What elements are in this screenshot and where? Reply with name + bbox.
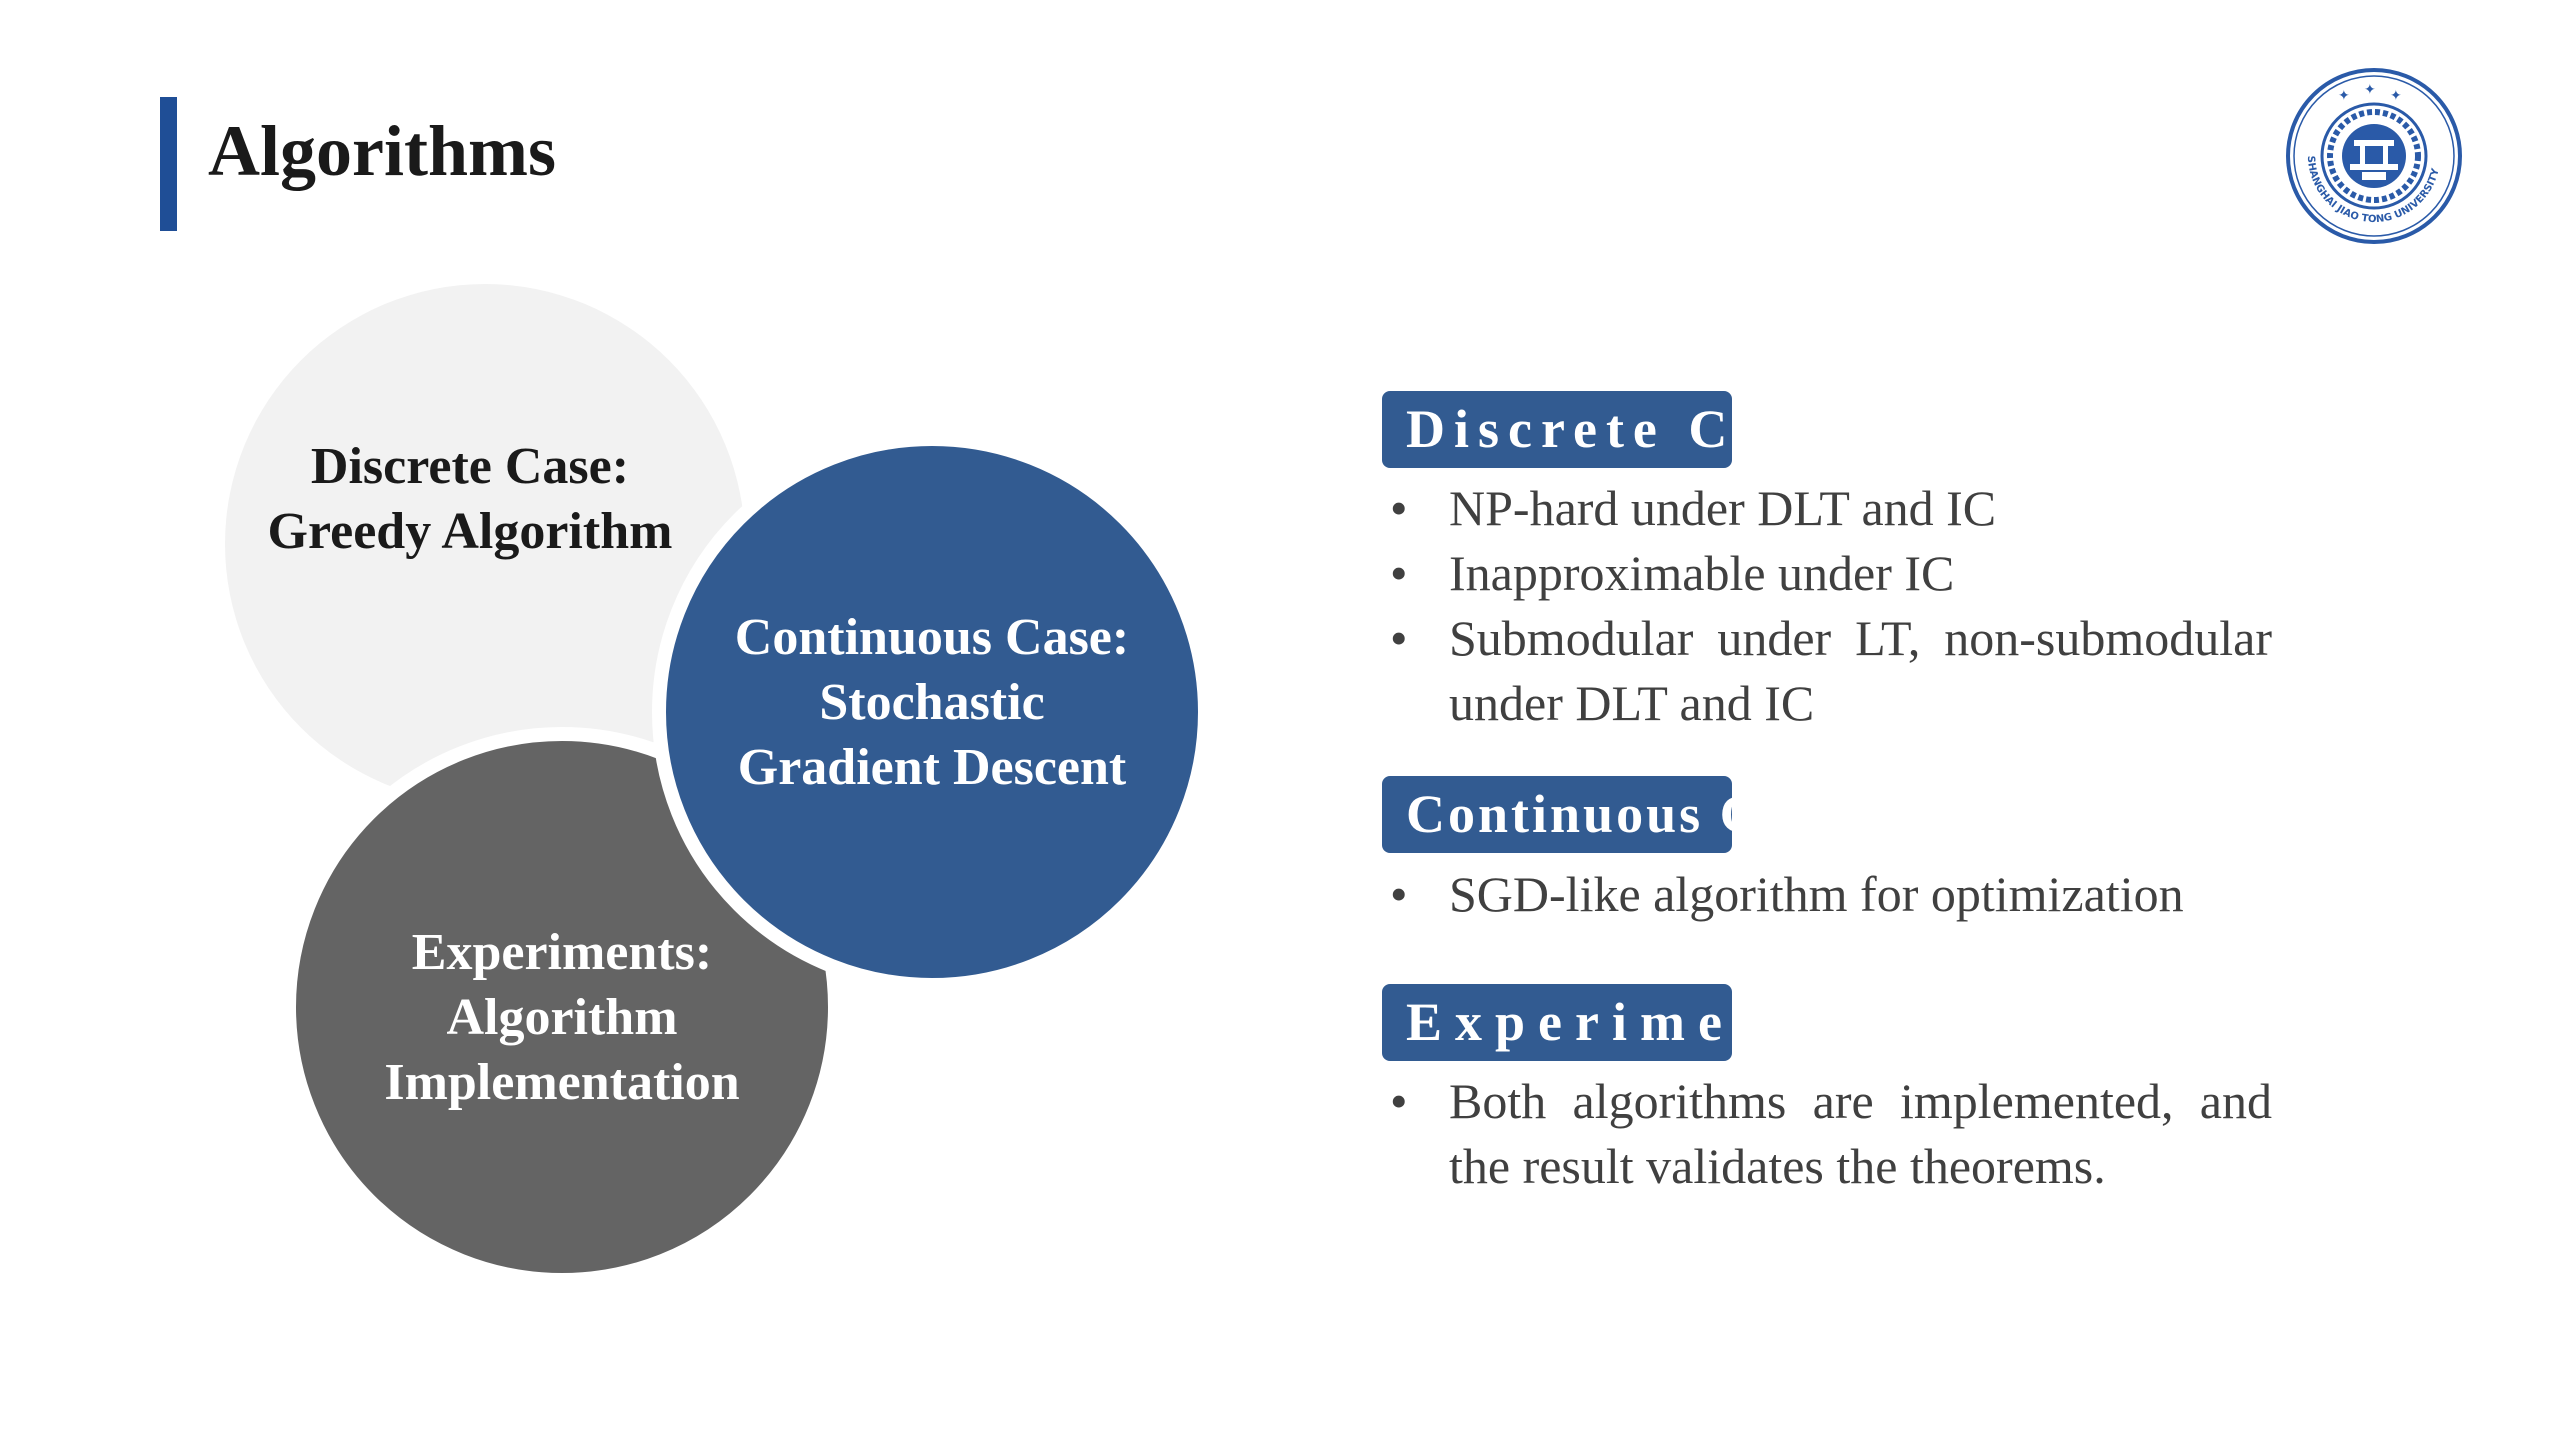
section-heading-experiments: Experiments (1382, 984, 1830, 1061)
bullet-list-discrete: • NP-hard under DLT and IC • Inapproximabl… (1382, 476, 2272, 736)
circle-continuous-line1: Continuous Case: (734, 608, 1130, 666)
circle-discrete-line1: Discrete Case: (310, 438, 630, 495)
bullet-text: SGD-like algorithm for optimization (1449, 866, 2184, 922)
bullet-list-continuous: • SGD-like algorithm for optimization (1382, 862, 2272, 927)
bullet-text: NP-hard under DLT and IC (1449, 480, 1997, 536)
list-item: • Submodular under LT, non-submodular und… (1382, 606, 2272, 736)
bullet-dot: • (1390, 610, 1408, 666)
section-heading-discrete: Discrete Case (1382, 391, 1826, 468)
circle-experiments-line3: Implementation (384, 1053, 740, 1111)
bullet-text: Submodular under LT, non-submodular unde… (1449, 610, 2272, 731)
svg-text:✦: ✦ (2338, 88, 2350, 104)
slide-title: Algorithms (208, 111, 556, 191)
svg-text:✦: ✦ (2390, 88, 2402, 104)
bullet-dot: • (1390, 866, 1408, 922)
bullet-dot: • (1390, 1073, 1408, 1129)
svg-text:✦: ✦ (2364, 82, 2376, 98)
circle-experiments-line1: Experiments: (411, 923, 713, 981)
list-item: • Both algorithms are implemented, and th… (1382, 1069, 2272, 1199)
section-heading-continuous: Continuous Case (1382, 776, 1840, 853)
circle-discrete-line2: Greedy Algorithm (267, 503, 673, 560)
bullet-dot: • (1390, 480, 1408, 536)
circle-experiments-line2: Algorithm (446, 988, 678, 1046)
list-item: • SGD-like algorithm for optimization (1382, 862, 2272, 927)
list-item: • NP-hard under DLT and IC (1382, 476, 2272, 541)
university-seal-icon: SHANGHAI JIAO TONG UNIVERSITY ✦ ✦ ✦ (2284, 66, 2464, 246)
circle-continuous-line2: Stochastic (819, 673, 1045, 731)
circle-continuous-line3: Gradient Descent (737, 738, 1127, 796)
bullet-list-experiments: • Both algorithms are implemented, and th… (1382, 1069, 2272, 1199)
title-accent-bar (160, 97, 177, 231)
bullet-text: Inapproximable under IC (1449, 545, 1955, 601)
circle-continuous-case: Continuous Case: Stochastic Gradient Des… (652, 432, 1212, 992)
bullet-dot: • (1390, 545, 1408, 601)
bullet-text: Both algorithms are implemented, and the… (1449, 1073, 2272, 1194)
list-item: • Inapproximable under IC (1382, 541, 2272, 606)
